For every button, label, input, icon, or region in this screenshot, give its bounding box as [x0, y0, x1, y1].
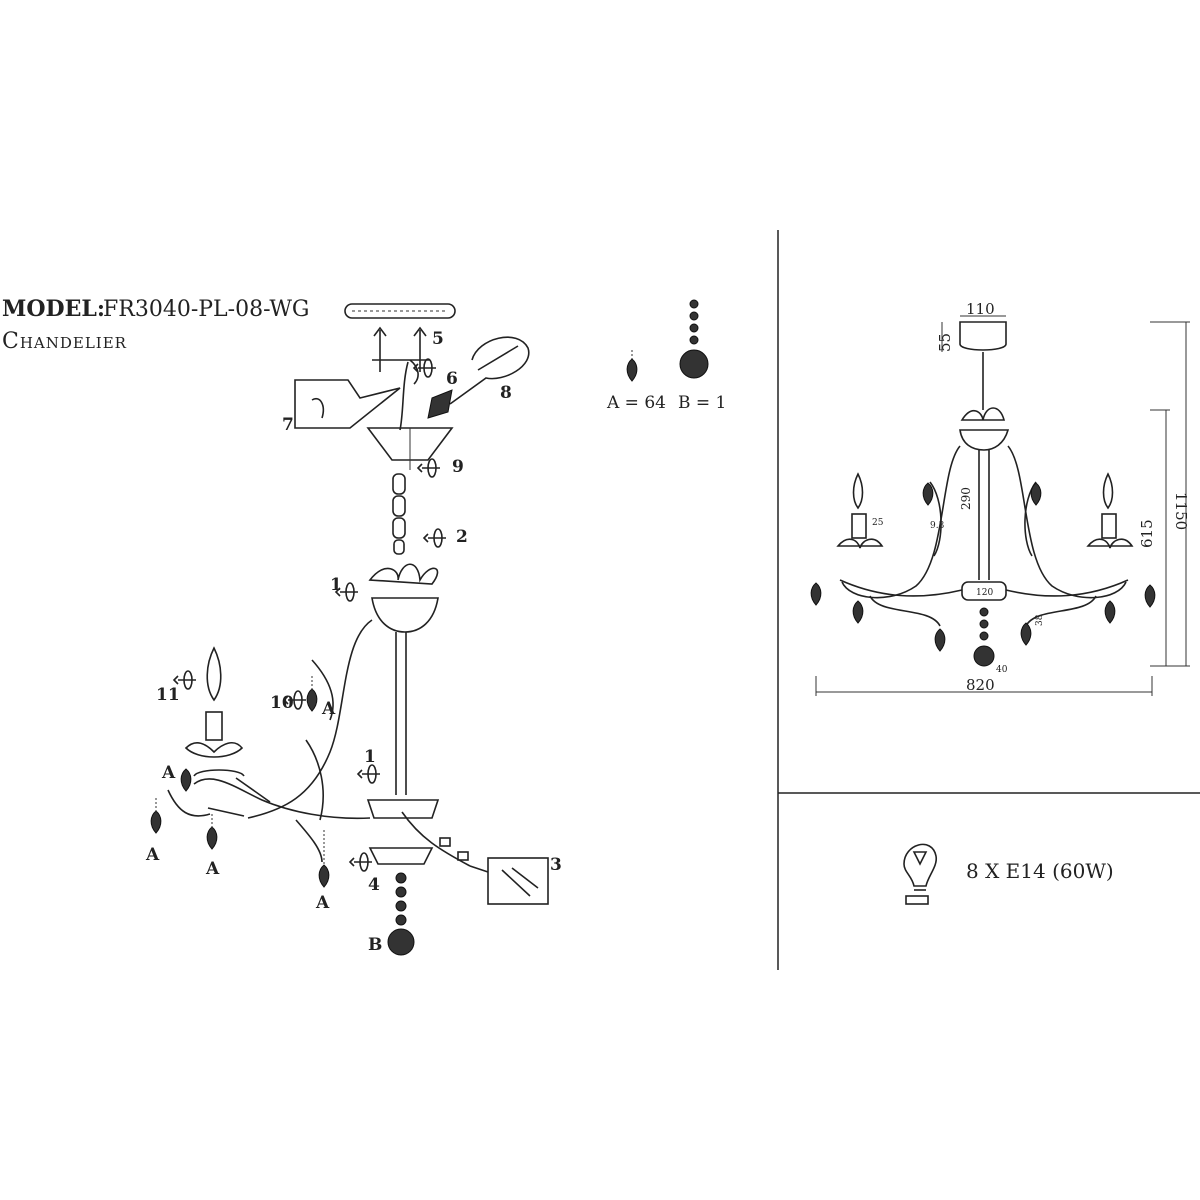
step-3-label: 3	[550, 855, 562, 875]
chain	[392, 473, 406, 555]
step-8-label: 8	[500, 383, 512, 403]
step-11-label: 11	[156, 685, 180, 705]
crystal-a-count: A = 64	[606, 393, 666, 413]
rotate-arrow-icon	[349, 852, 373, 872]
step-1b-label: 1	[364, 747, 376, 767]
dim-bobeche: 25	[872, 518, 884, 528]
part-a-label: A	[161, 763, 176, 783]
step-7-label: 7	[282, 415, 294, 435]
candle-arm	[184, 646, 271, 817]
rotate-arrow-icon	[417, 458, 441, 478]
rotate-arrow-icon	[357, 764, 381, 784]
dim-center-height: 290	[959, 487, 973, 510]
dim-arm-offset: 9.3	[930, 521, 945, 531]
part-a-label: A	[321, 699, 336, 719]
step-1-label: 1	[330, 575, 342, 595]
crystal-a	[206, 826, 218, 850]
step-4-label: 4	[368, 875, 380, 895]
step-6-label: 6	[446, 369, 458, 389]
bulb-icon	[903, 843, 938, 905]
crystal-a	[150, 810, 162, 834]
crystal-a	[318, 864, 330, 888]
callout-box-7	[294, 379, 401, 429]
exploded-assembly: 5 6 7 8 9 2 1 1 3 4 10 11 A A A A A B	[145, 303, 562, 956]
bulb-spec-text: 8 X E14 (60W)	[966, 859, 1114, 883]
step-9-label: 9	[452, 457, 464, 477]
dim-total-height: 1150	[1172, 492, 1190, 530]
part-a-label: A	[205, 859, 220, 879]
callout-bubble-8	[449, 336, 530, 405]
crystal-a	[180, 768, 192, 792]
dim-drop-length: 38	[1035, 614, 1045, 626]
crystal-a	[306, 688, 318, 712]
bulb-flame	[206, 646, 222, 702]
canopy	[366, 427, 454, 461]
part-b-label: B	[368, 935, 382, 955]
product-type: Chandelier	[2, 329, 127, 354]
callout-box-3	[487, 857, 549, 905]
crystal-b-icon	[679, 349, 709, 379]
ceiling-plate	[344, 303, 456, 319]
model-label: MODEL:	[2, 296, 105, 322]
step-5-label: 5	[432, 329, 444, 349]
rotate-arrow-icon	[423, 528, 447, 548]
dim-width: 820	[966, 676, 995, 694]
ceiling-screw	[373, 326, 427, 372]
dim-ball: 40	[996, 665, 1008, 675]
part-a-label: A	[145, 845, 160, 865]
step-10-label: 10	[270, 693, 294, 713]
crystal-ball-b	[387, 928, 415, 956]
dim-ring: 120	[976, 588, 993, 598]
crystal-b-count: B = 1	[678, 393, 726, 413]
step-2-label: 2	[456, 527, 468, 547]
dim-body-height: 615	[1138, 519, 1156, 548]
part-a-label: A	[315, 893, 330, 913]
bottom-crystal-chain	[387, 872, 415, 956]
dim-canopy-height: 55	[936, 333, 954, 352]
dimension-drawing: 110 55 120 40 25 9.3	[810, 300, 1190, 696]
dim-canopy-width: 110	[966, 300, 995, 318]
model-code: FR3040-PL-08-WG	[103, 297, 310, 322]
bulb-spec: 8 X E14 (60W)	[903, 843, 1114, 905]
crystal-legend: A = 64 B = 1	[606, 299, 726, 413]
crystal-a-icon	[626, 358, 638, 382]
